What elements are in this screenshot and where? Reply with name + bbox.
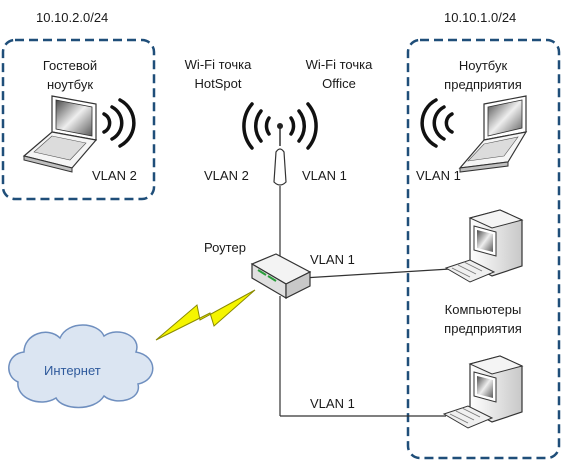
office-laptop-vlan: VLAN 1 (416, 168, 461, 183)
office-pcs-label: Компьютеры предприятия (444, 302, 522, 336)
link-pc2-vlan: VLAN 1 (310, 396, 355, 411)
guest-subnet-label: 10.10.2.0/24 (36, 10, 109, 25)
ap-office-vlan: VLAN 1 (302, 168, 347, 183)
wifi-office-label: Wi-Fi точка Office (305, 57, 373, 91)
link-router-pc1 (302, 268, 451, 279)
office-laptop-icon (420, 95, 528, 173)
guest-laptop-icon (22, 95, 136, 173)
guest-zone-box (1, 38, 156, 201)
router-label: Роутер (204, 240, 246, 255)
office-laptop-label: Ноутбук предприятия (444, 58, 522, 92)
guest-laptop-vlan: VLAN 2 (92, 168, 137, 183)
router-icon (250, 253, 312, 300)
internet-cloud (8, 324, 154, 409)
wifi-hotspot-label: Wi-Fi точка HotSpot (184, 57, 252, 91)
guest-laptop-label: Гостевой ноутбук (42, 58, 98, 92)
office-subnet-label: 10.10.1.0/24 (444, 10, 517, 25)
internet-label: Интернет (44, 363, 101, 378)
office-zone-box (406, 38, 561, 460)
office-pc-1-icon (444, 209, 524, 283)
access-point-icon (242, 102, 318, 186)
office-pc-2-icon (442, 355, 524, 429)
lightning-icon (155, 289, 256, 341)
ap-hotspot-vlan: VLAN 2 (204, 168, 249, 183)
link-pc1-vlan: VLAN 1 (310, 252, 355, 267)
